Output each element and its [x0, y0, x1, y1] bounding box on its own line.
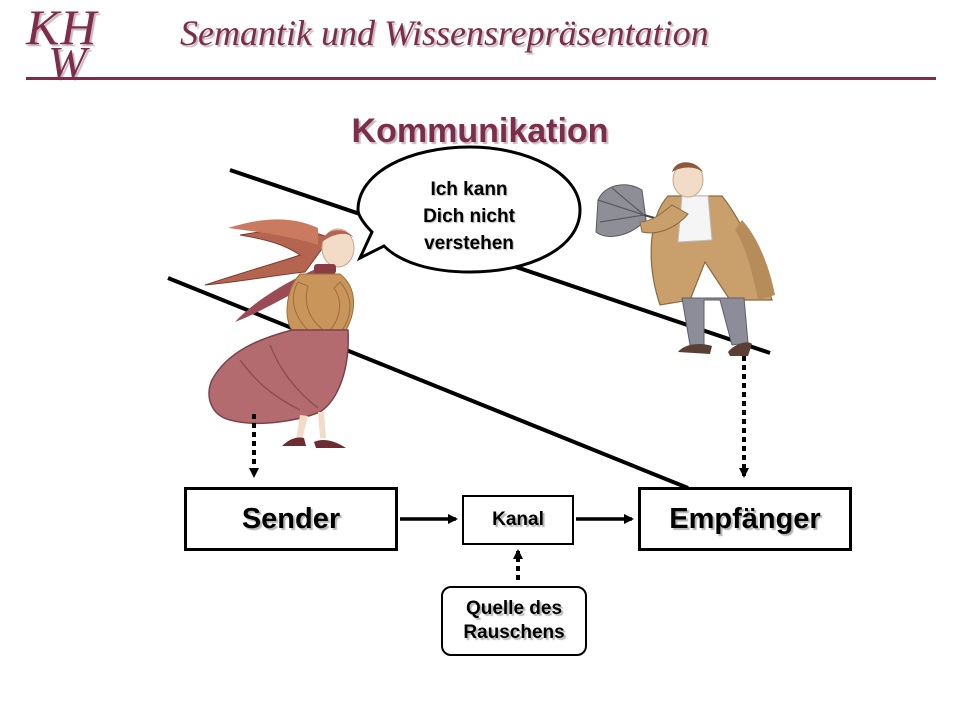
speech-bubble-shape [356, 145, 582, 274]
receiver-label: Empfänger [669, 502, 821, 535]
man-with-umbrella-figure [595, 162, 775, 356]
speech-bubble-text: Ich kann Dich nicht verstehen [398, 176, 540, 257]
sender-label: Sender [241, 502, 341, 535]
logo-kh: KH [26, 0, 98, 55]
slide-title: Kommunikation [351, 112, 609, 150]
woman-figure [204, 219, 355, 448]
channel-label: Kanal [492, 509, 544, 530]
channel-box: Kanal [462, 495, 574, 545]
noise-source-line-1: Quelle des [465, 598, 563, 619]
sender-box: Sender [184, 487, 398, 551]
speech-line-1: Ich kann [430, 179, 508, 200]
receiver-box: Empfänger [638, 487, 852, 551]
speech-line-2: Dich nicht [423, 206, 515, 227]
speech-line-3: verstehen [424, 233, 514, 254]
khw-logo: KH W [26, 0, 126, 88]
header-divider [26, 77, 936, 80]
noise-source-line-2: Rauschens [463, 622, 565, 643]
noise-source-box: Quelle des Rauschens [441, 586, 587, 656]
header-title: Semantik und Wissensrepräsentation [180, 13, 709, 53]
